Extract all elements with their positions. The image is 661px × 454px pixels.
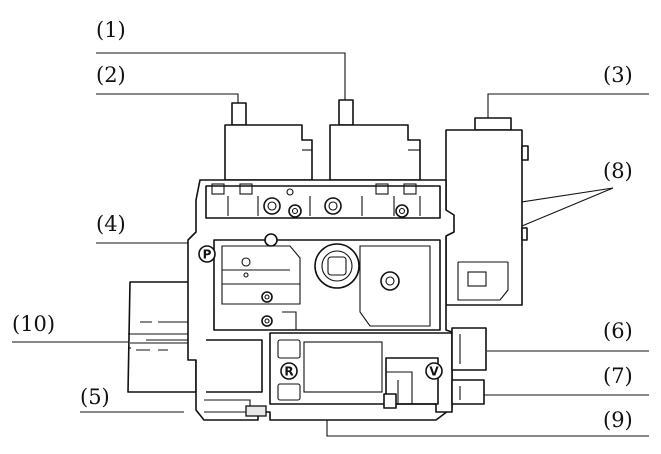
leader-line-2 bbox=[96, 93, 239, 103]
port-mark-r: R bbox=[280, 362, 298, 380]
adjuster-knob-left bbox=[263, 197, 281, 215]
center-port bbox=[314, 243, 360, 289]
callout-7: (7) bbox=[603, 364, 633, 388]
callout-4: (4) bbox=[96, 212, 126, 236]
adjuster-knob-right bbox=[324, 197, 342, 215]
side-fittings bbox=[451, 327, 487, 405]
callout-1: (1) bbox=[96, 18, 126, 42]
leader-line-1 bbox=[96, 52, 346, 100]
port-mark-r-label: R bbox=[284, 365, 293, 379]
port-mark-p-label: P bbox=[203, 248, 212, 262]
fitting-7 bbox=[451, 379, 485, 405]
callout-2: (2) bbox=[96, 63, 126, 87]
leader-line-3 bbox=[487, 93, 649, 118]
solenoid-right bbox=[329, 99, 421, 181]
port-mark-v-label: V bbox=[429, 365, 439, 379]
port-mark-v: V bbox=[425, 362, 443, 380]
callout-5: (5) bbox=[80, 385, 110, 409]
callout-8: (8) bbox=[603, 159, 633, 183]
hole-upper bbox=[264, 233, 278, 247]
left-attachment bbox=[127, 281, 197, 393]
sub-plate bbox=[269, 332, 453, 413]
callout-labels: (1) (2) (3) (4) (5) (6) (7) (8) (9) (10) bbox=[12, 18, 633, 432]
solenoid-left bbox=[224, 102, 313, 181]
fitting-6 bbox=[451, 327, 487, 371]
callout-9: (9) bbox=[603, 408, 633, 432]
hole-lower bbox=[380, 271, 400, 291]
callout-3: (3) bbox=[603, 63, 633, 87]
right-block bbox=[445, 117, 529, 306]
callout-6: (6) bbox=[603, 319, 633, 343]
sub-plate-window bbox=[303, 341, 383, 393]
callout-10: (10) bbox=[12, 312, 55, 336]
port-mark-p: P bbox=[198, 245, 216, 263]
